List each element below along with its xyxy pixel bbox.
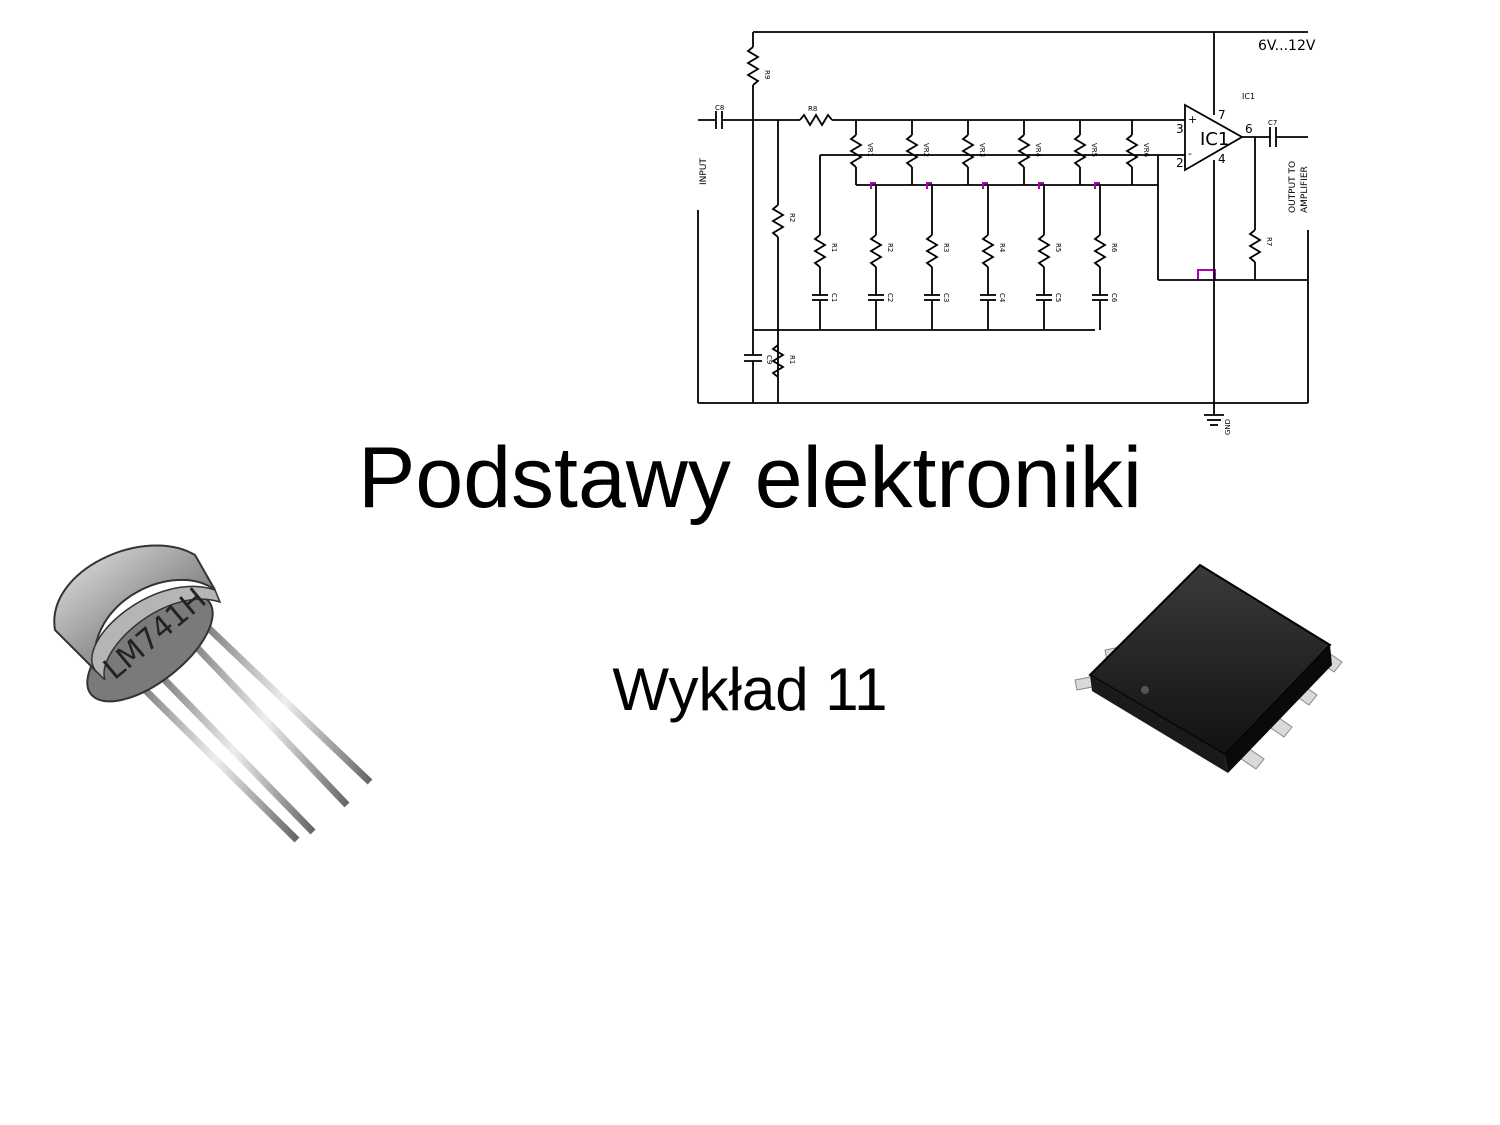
band-r4-label: R4 [998, 243, 1006, 253]
output-label-2: AMPLIFIER [1300, 166, 1310, 213]
cap-c8-label: C8 [715, 104, 724, 112]
pin-6-label: 6 [1245, 122, 1253, 136]
band-r1-label: R1 [830, 243, 838, 252]
band-c3-label: C3 [942, 293, 950, 302]
slide-subtitle: Wykład 11 [612, 656, 888, 723]
soic8-chip-image [1074, 563, 1343, 773]
band-r5-label: R5 [1054, 243, 1062, 252]
pin-7-label: 7 [1218, 108, 1226, 122]
ic-name-small: IC1 [1242, 92, 1255, 101]
input-label: INPUT [699, 158, 709, 185]
pin-2-label: 2 [1176, 156, 1184, 170]
pot-vr6-label: VR6 [1142, 143, 1150, 158]
cap-c7-label: C7 [1268, 119, 1277, 127]
band-c2-label: C2 [886, 293, 894, 302]
equalizer-circuit-diagram: 6V...12V IC1 IC1 3 2 7 6 4 + - C8 C7 R8 … [697, 31, 1316, 435]
band-r2-label: R2 [886, 243, 894, 252]
band-r3-label: R3 [942, 243, 950, 252]
lm741-metal-can-chip-image: LM741H [53, 544, 373, 843]
cap-c9-label: C9 [765, 355, 773, 364]
pot-vr3-label: VR3 [978, 143, 986, 157]
minus-sign: - [1188, 147, 1192, 160]
band-c6-label: C6 [1110, 293, 1118, 303]
res-r8-label: R8 [808, 105, 817, 113]
slide-title: Podstawy elektroniki [358, 430, 1142, 526]
output-label: OUTPUT TO [1288, 161, 1298, 213]
band-r6-label: R6 [1110, 243, 1118, 253]
gnd-label: GND [1224, 419, 1232, 435]
pin-3-label: 3 [1176, 122, 1184, 136]
supply-voltage-label: 6V...12V [1258, 38, 1316, 54]
band-c1-label: C1 [830, 293, 838, 302]
pin-4-label: 4 [1218, 152, 1226, 166]
pot-vr2-label: VR2 [922, 143, 930, 157]
res-r2-label: R2 [788, 213, 796, 222]
pot-vr4-label: VR4 [1034, 143, 1042, 158]
band-c4-label: C4 [998, 293, 1006, 303]
res-r1-label: R1 [788, 355, 796, 364]
ic-label: IC1 [1200, 129, 1229, 150]
res-r9-label: R9 [763, 70, 771, 79]
pot-vr1-label: VR1 [866, 143, 874, 157]
res-r7-label: R7 [1265, 237, 1273, 246]
band-c5-label: C5 [1054, 293, 1062, 302]
pot-vr5-label: VR5 [1090, 143, 1098, 157]
plus-sign: + [1188, 113, 1197, 126]
